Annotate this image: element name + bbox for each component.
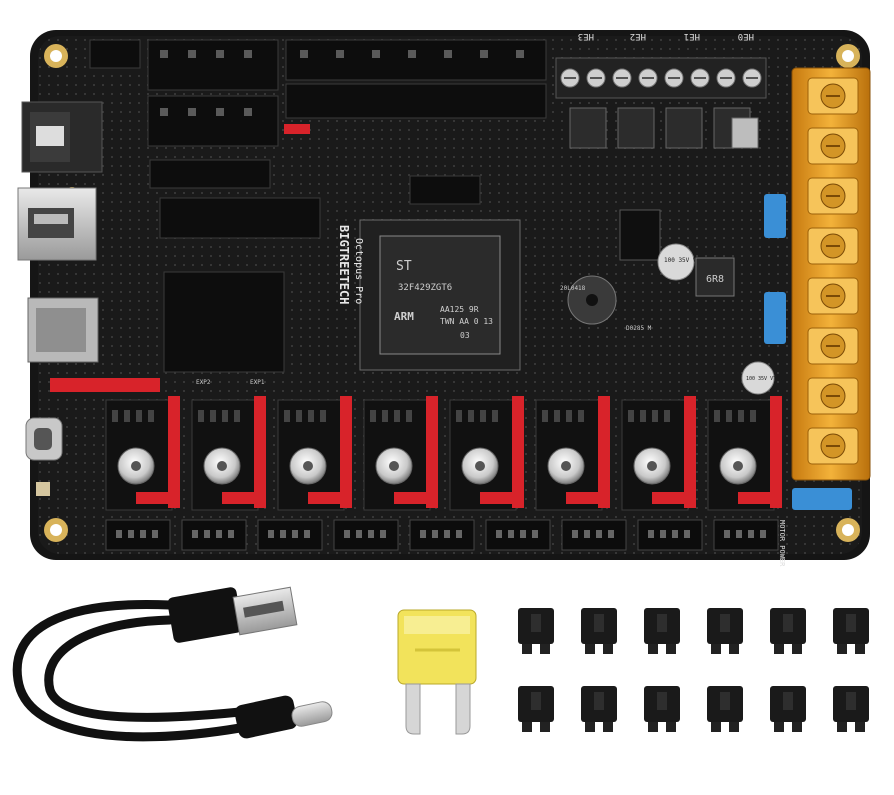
stepper-driver-socket [707, 396, 782, 511]
stepper-driver-socket [621, 396, 696, 511]
terminal-screw [716, 68, 736, 88]
mcu-rev: 03 [460, 331, 470, 340]
terminal-screw [690, 68, 710, 88]
jumper-caps [518, 608, 869, 732]
usb-a-port [17, 187, 97, 261]
capacitor-label-bottom: 100 35V VT [746, 376, 776, 382]
mcu-chip: ST 32F429ZGT6 ARM AA125 9R TWN AA 0 13 0… [359, 219, 521, 371]
power-components: 100 35V VT 6R8 20L0418 D0285 M 100 35V V… [560, 209, 776, 395]
jumper-cap [707, 608, 743, 654]
stepper-driver-socket [449, 396, 524, 511]
jumper-cap [707, 686, 743, 732]
jumper-cap [518, 608, 554, 654]
motor-connector [485, 519, 551, 551]
power-terminal-screw [807, 227, 859, 265]
stepper-driver-socket [277, 396, 352, 511]
jumper-cap [644, 608, 680, 654]
stepper-driver-socket [191, 396, 266, 511]
power-terminal-screw [807, 427, 859, 465]
stepper-driver-socket [363, 396, 438, 511]
motor-connector [409, 519, 475, 551]
motor-connectors [105, 519, 779, 551]
terminal-screw [612, 68, 632, 88]
octopus-pro-board: ST 32F429ZGT6 ARM AA125 9R TWN AA 0 13 0… [17, 30, 871, 567]
motor-connector [333, 519, 399, 551]
jumper-cap [581, 686, 617, 732]
power-terminal-screw [807, 177, 859, 215]
power-terminal-block [791, 67, 871, 481]
power-terminal-screw [807, 277, 859, 315]
inductor-label: 6R8 [706, 274, 724, 285]
heater-label-he1: HE1 [684, 31, 700, 41]
jumper-cap [833, 608, 869, 654]
mcu-part-number: 32F429ZGT6 [398, 283, 452, 293]
exp1-label: EXP1 [250, 379, 265, 386]
model-label: Octopus Pro [353, 238, 364, 304]
power-terminal-screw [807, 377, 859, 415]
heater-label-he0: HE0 [738, 31, 754, 41]
jumper-cap [518, 686, 554, 732]
usb-a-to-usb-c-cable-icon [12, 586, 333, 742]
terminal-screw [586, 68, 606, 88]
capacitor-label-top: 100 35V VT [664, 257, 701, 264]
arm-logo: ARM [394, 310, 414, 323]
power-terminal-screw [807, 127, 859, 165]
brand-label: BIGTREETECH [337, 225, 351, 304]
exp2-label: EXP2 [196, 379, 211, 386]
reset-button [36, 482, 50, 496]
mcu-lot: AA125 9R [440, 305, 479, 314]
motor-connector [257, 519, 323, 551]
heater-label-he3: HE3 [578, 31, 594, 41]
terminal-screw [664, 68, 684, 88]
st-logo: ST [396, 259, 412, 274]
terminal-screw [560, 68, 580, 88]
top-headers [89, 39, 547, 373]
jumper-cap [833, 686, 869, 732]
chip-label-b: D0285 M [626, 325, 652, 332]
board-fuses [764, 194, 852, 510]
ethernet-port [21, 101, 103, 173]
power-terminal-screw [807, 327, 859, 365]
terminal-screw [742, 68, 762, 88]
motor-power-label: MOTOR POWER [778, 520, 786, 567]
motor-connector [181, 519, 247, 551]
jumper-cap [581, 608, 617, 654]
stepper-driver-socket [105, 396, 180, 511]
jumper-cap [770, 608, 806, 654]
mosfet-row [569, 107, 759, 149]
red-header-strip [50, 378, 160, 392]
sd-card-slot [27, 297, 99, 363]
heater-label-he2: HE2 [630, 31, 646, 41]
motor-connector [105, 519, 171, 551]
terminal-screw [638, 68, 658, 88]
blade-fuse-icon [397, 609, 477, 735]
stepper-driver-socket [535, 396, 610, 511]
jumper-cap [644, 686, 680, 732]
usb-c-port [25, 417, 63, 461]
chip-label-a: 20L0418 [560, 285, 586, 292]
motor-connector [713, 519, 779, 551]
motor-connector [561, 519, 627, 551]
power-terminal-screw [807, 77, 859, 115]
jumper-cap [770, 686, 806, 732]
heater-terminal-block: HE3 HE2 HE1 HE0 [555, 31, 767, 99]
stepper-driver-sockets [105, 396, 782, 511]
motor-connector [637, 519, 703, 551]
mcu-origin: TWN AA 0 13 [440, 317, 493, 326]
